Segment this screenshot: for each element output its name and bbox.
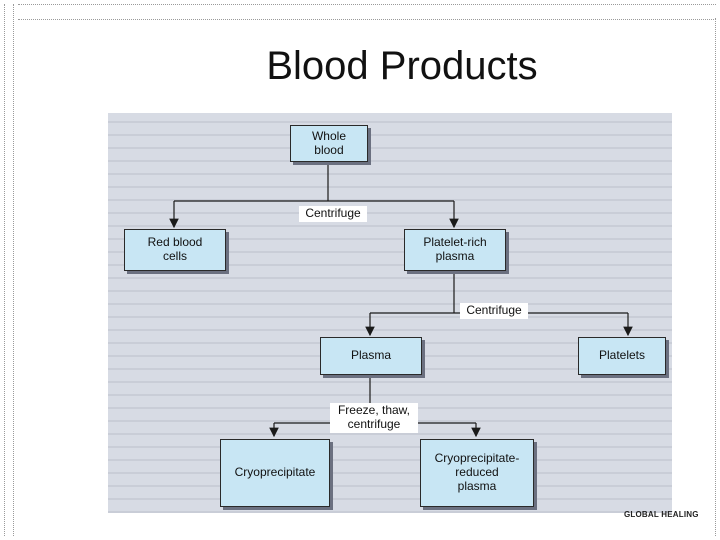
- node-platelet-rich-plasma: Platelet-rich plasma: [404, 229, 506, 271]
- slide-frame-left: [4, 4, 14, 536]
- node-red-blood-cells: Red blood cells: [124, 229, 226, 271]
- step-freeze-thaw-centrifuge: Freeze, thaw, centrifuge: [330, 403, 418, 433]
- node-whole-blood: Whole blood: [290, 125, 368, 162]
- slide-frame-right: [715, 18, 716, 536]
- slide-title: Blood Products: [266, 44, 538, 88]
- node-plasma: Plasma: [320, 337, 422, 375]
- node-cryoprecipitate: Cryoprecipitate: [220, 439, 330, 507]
- brand-logo: GLOBAL HEALING: [624, 510, 699, 519]
- step-centrifuge-1: Centrifuge: [299, 206, 367, 222]
- flowchart-connectors: [169, 160, 633, 438]
- node-cryoprecipitate-reduced-plasma: Cryoprecipitate- reduced plasma: [420, 439, 534, 507]
- node-platelets: Platelets: [578, 337, 666, 375]
- step-centrifuge-2: Centrifuge: [460, 303, 528, 319]
- slide-frame-top: [18, 4, 716, 20]
- flowchart-figure: Whole blood Centrifuge Red blood cells P…: [108, 113, 672, 513]
